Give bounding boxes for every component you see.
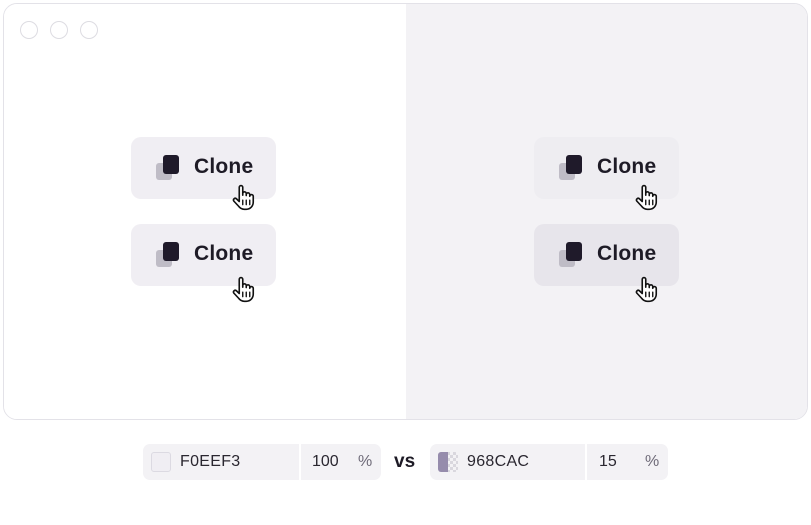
right-percent-sign: % bbox=[645, 453, 660, 470]
clone-button[interactable]: Clone bbox=[534, 224, 679, 303]
copy-icon bbox=[559, 242, 583, 268]
hand-pointer-icon bbox=[635, 184, 658, 211]
field-divider bbox=[299, 444, 301, 480]
left-hex-value[interactable]: F0EEF3 bbox=[180, 453, 241, 470]
hand-pointer-icon bbox=[232, 276, 255, 303]
left-preview-pane: Clone Clone bbox=[4, 4, 406, 419]
preview-window: Clone Clone Clone Clone bbox=[3, 3, 808, 420]
copy-icon bbox=[559, 155, 583, 181]
right-hex-value[interactable]: 968CAC bbox=[467, 453, 530, 470]
clone-button[interactable]: Clone bbox=[131, 224, 276, 303]
right-opacity-value[interactable]: 15 bbox=[599, 453, 617, 470]
left-opacity-cell[interactable]: 100 % bbox=[301, 444, 381, 480]
right-color-field: 968CAC 15 % bbox=[430, 444, 668, 480]
right-opacity-cell[interactable]: 15 % bbox=[587, 444, 668, 480]
minimize-light[interactable] bbox=[50, 21, 68, 39]
zoom-light[interactable] bbox=[80, 21, 98, 39]
clone-button-label: Clone bbox=[194, 155, 254, 178]
left-hex-cell[interactable]: F0EEF3 bbox=[143, 444, 299, 480]
clone-button-label: Clone bbox=[597, 155, 657, 178]
right-color-swatch[interactable] bbox=[438, 452, 458, 472]
left-color-field: F0EEF3 100 % bbox=[143, 444, 381, 480]
close-light[interactable] bbox=[20, 21, 38, 39]
vs-label: vs bbox=[394, 451, 416, 472]
field-divider bbox=[585, 444, 587, 480]
clone-button[interactable]: Clone bbox=[131, 137, 276, 211]
hand-pointer-icon bbox=[635, 276, 658, 303]
hand-pointer-icon bbox=[232, 184, 255, 211]
copy-icon bbox=[156, 155, 180, 181]
left-color-swatch[interactable] bbox=[151, 452, 171, 472]
copy-icon bbox=[156, 242, 180, 268]
clone-button-label: Clone bbox=[194, 242, 254, 265]
right-hex-cell[interactable]: 968CAC bbox=[430, 444, 585, 480]
left-percent-sign: % bbox=[358, 453, 373, 470]
left-opacity-value[interactable]: 100 bbox=[312, 453, 339, 470]
clone-button[interactable]: Clone bbox=[534, 137, 679, 211]
clone-button-label: Clone bbox=[597, 242, 657, 265]
right-preview-pane: Clone Clone bbox=[406, 4, 807, 419]
